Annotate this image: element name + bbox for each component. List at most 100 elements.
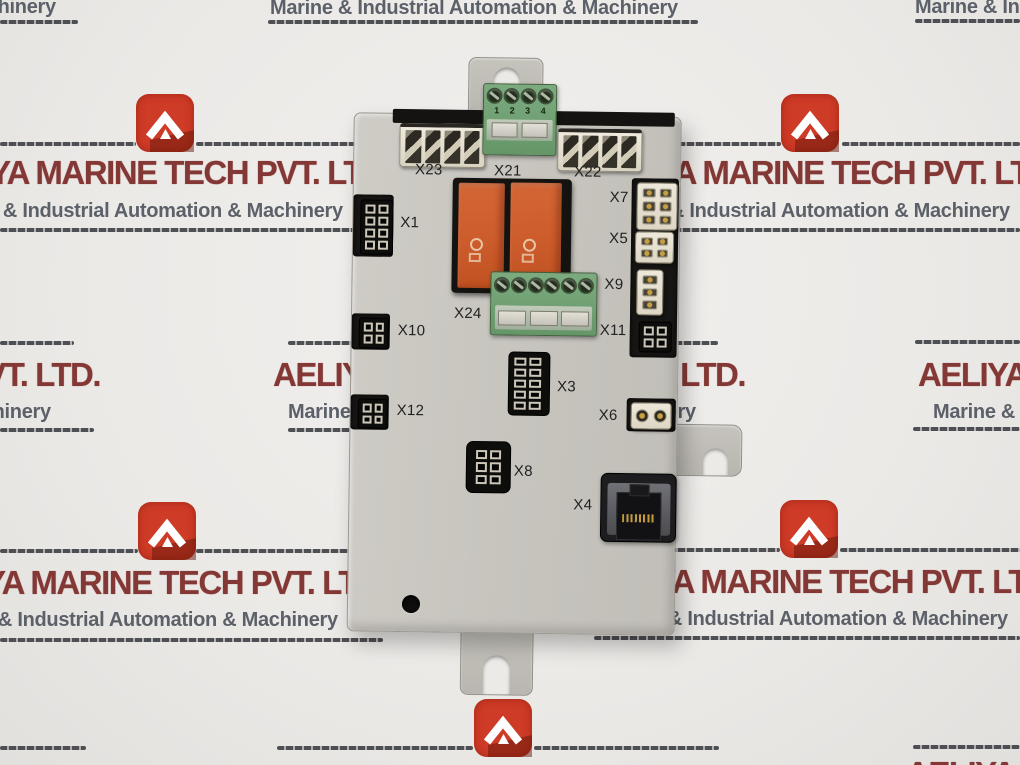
contact (620, 136, 637, 169)
watermark-tagline-text: Marine & Industrial Automation & Machine… (933, 401, 1020, 423)
pin (656, 237, 669, 246)
watermark-company-text: AELIYA MARINE TECH PVT. LTD. (0, 356, 101, 393)
pin (489, 462, 501, 473)
mounting-slot (482, 655, 511, 695)
watermark-company-text: AELIYA MARINE TECH PVT. LTD. (0, 564, 388, 601)
watermark-tagline-text: Marine & Industrial Automation & Machine… (270, 0, 678, 19)
pin (528, 390, 541, 399)
pin (364, 240, 376, 250)
watermark-tagline-text: Marine & Industrial Automation & Machine… (0, 200, 343, 222)
pin-field (467, 442, 511, 493)
terminal-screw (545, 278, 559, 293)
pin (362, 414, 372, 424)
label-x8: X8 (513, 462, 533, 480)
label-x9: X9 (604, 275, 624, 294)
watermark-tagline-text: Marine & Industrial Automation & Machine… (0, 609, 338, 631)
label-x11: X11 (599, 321, 627, 340)
clamp-band (494, 305, 593, 331)
terminal-screws (495, 278, 593, 293)
chassis-hole (401, 595, 421, 614)
terminal-screw (521, 89, 536, 103)
terminal-screws (487, 89, 553, 104)
mounting-slot (702, 448, 729, 476)
relay-marking (522, 238, 537, 252)
pin (475, 462, 487, 472)
contact (601, 135, 618, 168)
contact (444, 130, 461, 164)
watermark-divider (602, 228, 1020, 232)
connector-x11 (638, 321, 672, 353)
pin (635, 409, 650, 423)
contact (424, 130, 441, 164)
contact (405, 130, 422, 164)
pin-field (637, 183, 677, 230)
pin (375, 334, 384, 344)
aeliya-logo-icon (138, 502, 196, 560)
pin (659, 188, 672, 199)
watermark-divider (196, 549, 386, 553)
relay-marking (468, 252, 481, 263)
clamp-slot (491, 122, 518, 138)
watermark-divider (534, 746, 719, 750)
pin (658, 215, 672, 225)
pin (514, 357, 527, 366)
terminal-screw (528, 278, 543, 292)
connector-x8 (465, 440, 512, 494)
pin (374, 403, 383, 413)
pin (529, 379, 542, 388)
pin (365, 228, 376, 238)
clamp-slot (560, 310, 589, 327)
label-x12: X12 (396, 401, 425, 420)
terminal-screw (538, 89, 553, 104)
clamp-slot (529, 310, 558, 326)
pin (641, 237, 653, 246)
watermark-divider (915, 340, 1020, 344)
connector-x3 (507, 351, 551, 417)
pin-field (640, 322, 671, 351)
watermark-tagline-text: Marine & Industrial Automation & Machine… (0, 401, 51, 423)
label-x10: X10 (397, 321, 426, 340)
label-x4: X4 (573, 496, 593, 514)
pin (363, 322, 373, 332)
watermark-divider (840, 548, 1020, 552)
aeliya-logo-icon (780, 500, 838, 558)
watermark-divider (0, 20, 78, 24)
terminal-block-x24 (489, 271, 598, 337)
pin (365, 216, 376, 226)
pin (362, 403, 372, 413)
relay-marking (521, 253, 534, 263)
watermark-divider (913, 745, 1020, 749)
watermark-divider (0, 341, 74, 345)
label-x21: X21 (493, 162, 522, 180)
pin (643, 326, 654, 336)
control-module-photo: 1 2 3 4 X23 X21 X22 X1 (346, 52, 747, 698)
pin-field (361, 200, 393, 253)
aeliya-logo-icon (781, 94, 839, 152)
watermark-company-text-clipped: AELIYA MARINE TECH PVT. LTD. (902, 753, 1020, 765)
connector-x10 (358, 317, 389, 349)
pin (378, 216, 389, 226)
watermark-divider (0, 142, 136, 146)
pin (375, 322, 384, 332)
pin (653, 409, 667, 423)
aeliya-logo-icon (474, 699, 532, 757)
watermark-tagline-text: Marine & Industrial Automation & Machine… (600, 608, 1008, 630)
watermark-tagline-text: Marine & Industrial Automation & Machine… (915, 0, 1020, 18)
pin (514, 379, 527, 388)
watermark-company-text: AELIYA MARINE TECH PVT. LTD. (918, 356, 1020, 393)
pin (475, 474, 487, 485)
watermark-divider (0, 228, 366, 232)
label-x22: X22 (573, 163, 602, 181)
pin (656, 338, 667, 348)
pin (656, 249, 668, 258)
label-x7: X7 (609, 188, 629, 207)
terminal-screw (487, 89, 502, 103)
pin (642, 275, 658, 285)
pin (640, 249, 653, 258)
pin (378, 204, 389, 214)
pin-field (509, 352, 550, 415)
pin (365, 204, 376, 214)
watermark-divider (913, 427, 1020, 431)
pin (363, 334, 373, 344)
jack-opening (615, 484, 662, 541)
